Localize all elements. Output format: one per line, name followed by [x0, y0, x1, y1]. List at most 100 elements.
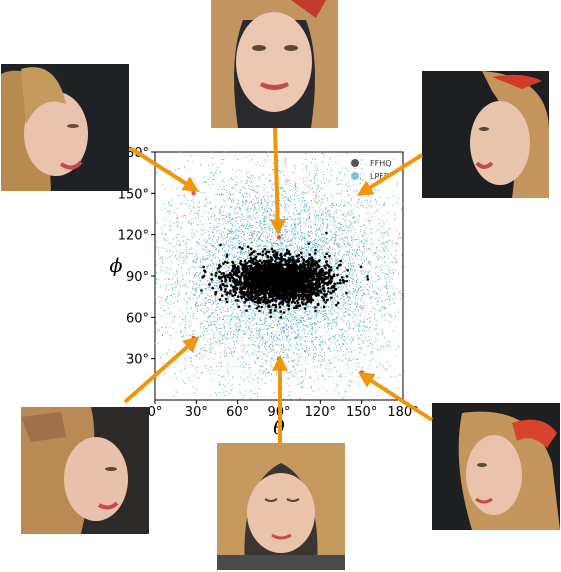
lpff-point	[199, 327, 201, 329]
lpff-point	[266, 191, 269, 193]
lpff-point	[325, 331, 327, 333]
lpff-point	[358, 249, 360, 251]
lpff-point	[261, 248, 263, 250]
lpff-point	[308, 354, 310, 356]
lpff-point	[234, 254, 236, 256]
lpff-point	[253, 198, 255, 200]
lpff-point	[248, 226, 250, 228]
lpff-point	[228, 230, 230, 232]
lpff-point	[235, 248, 237, 250]
lpff-point	[327, 243, 329, 245]
lpff-point	[252, 244, 254, 246]
lpff-point	[386, 220, 388, 222]
lpff-point	[183, 179, 185, 181]
lpff-point	[247, 214, 249, 216]
lpff-point	[389, 320, 392, 322]
lpff-point	[285, 244, 287, 246]
lpff-point	[281, 333, 283, 335]
lpff-point	[232, 316, 234, 318]
lpff-point	[339, 192, 341, 195]
lpff-point	[335, 311, 337, 313]
lpff-point	[277, 319, 279, 321]
lpff-point	[336, 234, 338, 236]
lpff-point	[238, 294, 240, 296]
lpff-point	[342, 285, 344, 287]
lpff-point	[229, 222, 231, 224]
lpff-point	[280, 203, 282, 206]
lpff-point	[350, 336, 352, 338]
lpff-point	[194, 355, 196, 357]
lpff-point	[336, 300, 338, 302]
lpff-point	[283, 210, 285, 212]
lpff-point	[228, 323, 230, 325]
lpff-point	[299, 199, 301, 201]
lpff-point	[196, 256, 198, 258]
lpff-point	[178, 294, 180, 296]
lpff-point	[207, 178, 209, 181]
lpff-point	[287, 218, 289, 220]
lpff-point	[346, 232, 348, 234]
lpff-point	[255, 246, 257, 248]
lpff-point	[183, 298, 185, 300]
lpff-point	[234, 224, 236, 226]
lpff-point	[341, 345, 343, 347]
lpff-point	[290, 333, 292, 335]
lpff-point	[316, 308, 318, 311]
lpff-point	[244, 203, 246, 205]
lpff-point	[278, 251, 280, 253]
lpff-point	[243, 312, 246, 314]
lpff-point	[280, 339, 282, 341]
lpff-point	[225, 351, 227, 353]
lpff-point	[250, 242, 252, 244]
lpff-point	[278, 219, 280, 221]
lpff-point	[258, 245, 260, 247]
lpff-point	[228, 330, 230, 333]
lpff-point	[314, 214, 316, 216]
lpff-point	[243, 258, 245, 260]
lpff-point	[273, 336, 275, 338]
lpff-point	[285, 246, 288, 248]
lpff-point	[217, 167, 219, 169]
lpff-point	[205, 199, 207, 201]
lpff-point	[298, 370, 300, 373]
lpff-point	[190, 306, 192, 308]
lpff-point	[299, 326, 301, 328]
lpff-point	[345, 395, 347, 398]
lpff-point	[341, 179, 343, 181]
lpff-point	[248, 185, 250, 187]
lpff-point	[273, 324, 275, 326]
lpff-point	[397, 311, 400, 313]
lpff-point	[258, 177, 260, 179]
lpff-point	[190, 252, 192, 254]
lpff-point	[267, 352, 269, 354]
lpff-point	[352, 217, 354, 219]
lpff-point	[358, 362, 360, 365]
lpff-point	[224, 151, 227, 153]
lpff-point	[224, 330, 226, 332]
lpff-point	[312, 305, 314, 307]
lpff-point	[262, 372, 264, 374]
lpff-point	[308, 355, 310, 357]
lpff-point	[271, 255, 273, 257]
lpff-point	[286, 314, 288, 316]
lpff-point	[221, 300, 223, 302]
lpff-point	[341, 256, 343, 258]
lpff-point	[371, 215, 373, 217]
lpff-point	[341, 288, 343, 290]
lpff-point	[260, 165, 262, 167]
lpff-point	[192, 283, 195, 285]
lpff-point	[161, 270, 163, 272]
lpff-point	[236, 304, 238, 306]
lpff-point	[310, 316, 312, 319]
lpff-point	[335, 371, 337, 373]
lpff-point	[184, 357, 186, 359]
lpff-point	[274, 314, 276, 316]
lpff-point	[389, 261, 391, 264]
lpff-point	[268, 216, 270, 218]
lpff-point	[292, 243, 294, 245]
lpff-point	[371, 232, 373, 234]
lpff-point	[369, 270, 371, 272]
lpff-point	[220, 356, 222, 358]
lpff-point	[309, 310, 311, 312]
lpff-point	[224, 237, 226, 239]
